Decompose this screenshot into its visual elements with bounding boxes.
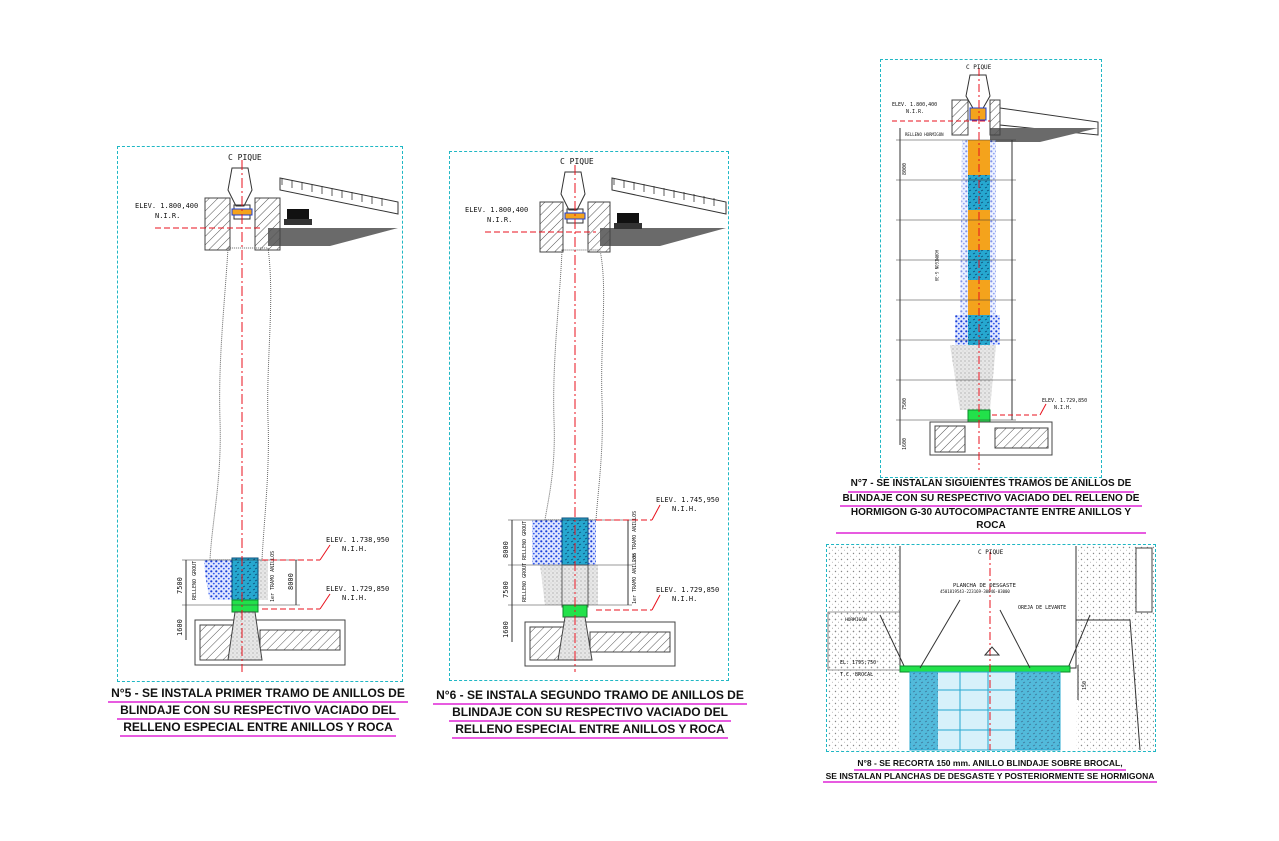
panel-7-caption-line-2: BLINDAJE CON SU RESPECTIVO VACIADO DEL R… bbox=[839, 493, 1143, 507]
panel-6-drawing bbox=[485, 165, 727, 672]
panel-8-dim-150: 150 bbox=[1082, 681, 1088, 690]
panel-7-dim-7500: 7500 bbox=[902, 398, 908, 410]
panel-5-elev-mid: ELEV. 1.738,950 bbox=[326, 536, 389, 544]
panel-5-dim-1600: 1600 bbox=[176, 619, 184, 636]
panel-7-pique-label: C PIQUE bbox=[966, 64, 992, 71]
panel-6-elev-mid: ELEV. 1.745,950 bbox=[656, 496, 719, 504]
panel-8-hormigon: HORMIGON bbox=[845, 617, 867, 623]
panel-5-tramo: 1er TRAMO ANILLOS bbox=[270, 551, 276, 602]
panel-5-dim-7500: 7500 bbox=[176, 577, 184, 594]
panel-5-caption-line-2: BLINDAJE CON SU RESPECTIVO VACIADO DEL bbox=[117, 703, 399, 720]
panel-7-dim-8000: 8000 bbox=[902, 163, 908, 175]
panel-5-caption: N°5 - SE INSTALA PRIMER TRAMO DE ANILLOS… bbox=[108, 686, 408, 737]
panel-6-frame bbox=[449, 151, 729, 681]
panel-7-frame bbox=[880, 59, 1102, 478]
panel-7-elev-bot: ELEV. 1.729,850 bbox=[1042, 398, 1087, 404]
panel-6-nih-bot: N.I.H. bbox=[672, 595, 697, 603]
panel-5-relleno: RELLENO GROUT bbox=[192, 561, 198, 600]
panel-6-nir: N.I.R. bbox=[487, 216, 512, 224]
panel-7-dim-1600: 1600 bbox=[902, 438, 908, 450]
panel-5-pique-label: C PIQUE bbox=[228, 153, 262, 162]
panel-5-drawing bbox=[155, 160, 399, 672]
panel-5-caption-line-1: N°5 - SE INSTALA PRIMER TRAMO DE ANILLOS… bbox=[108, 686, 408, 703]
panel-8-frame bbox=[826, 544, 1156, 752]
panel-6-tramo-2: 2do TRAMO ANILLOS bbox=[632, 511, 638, 562]
panel-6-pique-label: C PIQUE bbox=[560, 157, 594, 166]
panel-5-frame bbox=[117, 146, 403, 682]
panel-6-dim-8000: 8000 bbox=[502, 541, 510, 558]
panel-6-relleno-upper: RELLENO GROUT bbox=[522, 521, 528, 560]
panel-7-caption-line-3: HORMIGON G-30 AUTOCOMPACTANTE ENTRE ANIL… bbox=[836, 507, 1146, 534]
panel-6-dim-1600: 1600 bbox=[502, 621, 510, 638]
panel-8-plancha: PLANCHA DE DESGASTE bbox=[953, 583, 1016, 589]
panel-6-caption: N°6 - SE INSTALA SEGUNDO TRAMO DE ANILLO… bbox=[430, 688, 750, 739]
panel-8-el: EL. 1795,750 bbox=[840, 660, 876, 666]
panel-5-elev-bot: ELEV. 1.729,850 bbox=[326, 585, 389, 593]
panel-7-caption-line-1: N°7 - SE INSTALAN SIGUIENTES TRAMOS DE A… bbox=[847, 478, 1135, 493]
panel-5-nih-mid: N.I.H. bbox=[342, 545, 367, 553]
panel-6-relleno-lower: RELLENO GROUT bbox=[522, 563, 528, 602]
panel-7-drawing bbox=[892, 68, 1099, 470]
panel-5-caption-line-3: RELLENO ESPECIAL ENTRE ANILLOS Y ROCA bbox=[120, 720, 396, 737]
panel-8-caption-line-2: SE INSTALAN PLANCHAS DE DESGASTE Y POSTE… bbox=[822, 771, 1158, 784]
panel-6-elev-bot: ELEV. 1.729,850 bbox=[656, 586, 719, 594]
panel-8-caption: N°8 - SE RECORTA 150 mm. ANILLO BLINDAJE… bbox=[800, 758, 1180, 784]
panel-5-elev-top: ELEV. 1.800,400 bbox=[135, 202, 198, 210]
panel-7-hormigon: HORMIGON G-30 bbox=[934, 250, 939, 282]
panel-8-tc-brocal: T.C. BROCAL bbox=[840, 672, 873, 678]
panel-5-nih-bot: N.I.H. bbox=[342, 594, 367, 602]
panel-7-nir: N.I.R. bbox=[906, 109, 924, 115]
panel-8-oreja: OREJA DE LEVANTE bbox=[1018, 605, 1066, 611]
panel-5-dim-8000: 8000 bbox=[287, 573, 295, 590]
panel-5-nir: N.I.R. bbox=[155, 212, 180, 220]
panel-6-tramo-1: 1er TRAMO ANILLOS bbox=[632, 553, 638, 604]
panel-8-drawing bbox=[827, 546, 1154, 751]
panel-6-dim-7500: 7500 bbox=[502, 581, 510, 598]
panel-6-nih-mid: N.I.H. bbox=[672, 505, 697, 513]
panel-8-pique-label: C PIQUE bbox=[978, 549, 1004, 556]
panel-8-caption-line-1: N°8 - SE RECORTA 150 mm. ANILLO BLINDAJE… bbox=[854, 758, 1126, 771]
panel-6-caption-line-3: RELLENO ESPECIAL ENTRE ANILLOS Y ROCA bbox=[452, 722, 728, 739]
panel-6-caption-line-2: BLINDAJE CON SU RESPECTIVO VACIADO DEL bbox=[449, 705, 731, 722]
panel-7-relleno: RELLENO HORMIGON bbox=[905, 132, 944, 137]
panel-7-nih: N.I.H. bbox=[1054, 405, 1072, 411]
panel-7-elev-top: ELEV. 1.800,400 bbox=[892, 102, 937, 108]
panel-7-caption: N°7 - SE INSTALAN SIGUIENTES TRAMOS DE A… bbox=[836, 478, 1146, 534]
panel-8-plancha-code: 4501819543-223169-30046-03000 bbox=[940, 589, 1010, 594]
panel-6-elev-top: ELEV. 1.800,400 bbox=[465, 206, 528, 214]
panel-6-caption-line-1: N°6 - SE INSTALA SEGUNDO TRAMO DE ANILLO… bbox=[433, 688, 747, 705]
